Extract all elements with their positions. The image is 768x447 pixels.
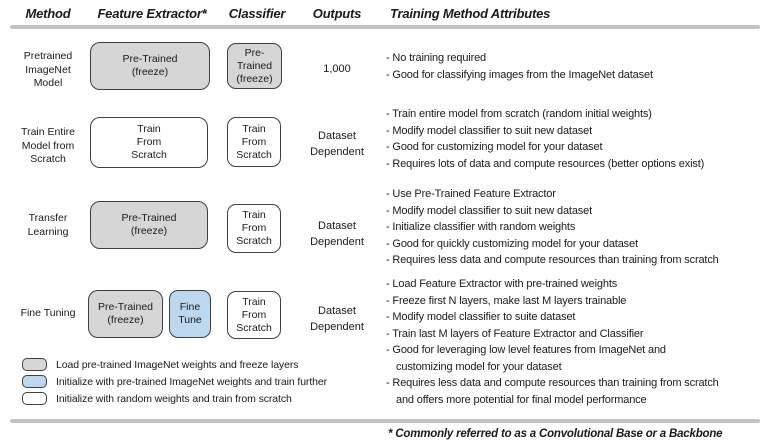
attribute-item: - Good for classifying images from the I… [386, 68, 653, 81]
feature-extractor-box: Pre-Trained (freeze) [90, 42, 210, 90]
legend-label: Initialize with random weights and train… [56, 392, 292, 405]
fine-tune-box: Fine Tune [169, 290, 211, 338]
legend-item-finetune: Initialize with pre-trained ImageNet wei… [22, 375, 327, 388]
finetune-swatch-icon [22, 375, 47, 388]
attribute-item: - Good for leveraging low level features… [386, 344, 666, 373]
method-label: Pretrained ImageNet Model [23, 50, 73, 89]
column-header-feature-extractor: Feature Extractor* [97, 6, 207, 21]
legend-label: Load pre-trained ImageNet weights and fr… [56, 358, 299, 371]
attribute-item: - Train last M layers of Feature Extract… [386, 327, 644, 340]
classifier-box: Train From Scratch [227, 291, 281, 339]
attribute-item: - Train entire model from scratch (rando… [386, 108, 652, 120]
feature-extractor-box: Train From Scratch [90, 117, 208, 168]
column-header-attributes: Training Method Attributes [390, 6, 551, 21]
pretrained-swatch-icon [22, 358, 47, 371]
attribute-item: - Good for customizing model for your da… [386, 141, 603, 153]
attribute-item: - Modify model classifier to suit new da… [386, 204, 593, 217]
legend-item-scratch: Initialize with random weights and train… [22, 392, 327, 405]
scratch-swatch-icon [22, 392, 47, 405]
footnote: * Commonly referred to as a Convolutiona… [388, 428, 723, 440]
attribute-item: - Requires less data and compute resourc… [386, 254, 719, 266]
outputs-value: Dataset Dependent [310, 305, 364, 333]
column-header-classifier: Classifier [228, 6, 286, 21]
legend-label: Initialize with pre-trained ImageNet wei… [56, 375, 328, 388]
attribute-item: - Requires lots of data and compute reso… [386, 157, 705, 170]
attributes-list: - Train entire model from scratch (rando… [386, 106, 764, 172]
column-header-outputs: Outputs [312, 6, 362, 21]
outputs-value: Dataset Dependent [310, 130, 364, 158]
method-label: Fine Tuning [20, 307, 76, 319]
method-label: Transfer Learning [27, 212, 69, 238]
attribute-item: - Initialize classifier with random weig… [386, 221, 576, 233]
outputs-value: Dataset Dependent [310, 220, 364, 248]
classifier-box: Train From Scratch [227, 204, 281, 253]
feature-extractor-box: Pre-Trained (freeze) [88, 290, 163, 338]
attribute-item: - Modify model classifier to suit new da… [386, 124, 593, 137]
attributes-list: - Use Pre-Trained Feature Extractor - Mod… [386, 186, 764, 269]
attributes-list: - No training required - Good for classif… [386, 50, 764, 83]
classifier-box: Train From Scratch [227, 117, 281, 167]
method-label: Train Entire Model from Scratch [21, 126, 75, 165]
attribute-item: - No training required [386, 52, 487, 64]
attribute-item: - Use Pre-Trained Feature Extractor [386, 188, 556, 200]
attribute-item: - Good for quickly customizing model for… [386, 237, 638, 250]
attribute-item: - Load Feature Extractor with pre-traine… [386, 278, 618, 290]
attribute-item: - Modify model classifier to suite datas… [386, 311, 576, 323]
header-divider [10, 25, 760, 29]
attribute-item: - Requires less data and compute resourc… [386, 377, 719, 406]
footer-divider [10, 419, 760, 423]
attribute-item: - Freeze first N layers, make last M lay… [386, 294, 627, 307]
column-header-method: Method [25, 6, 71, 21]
legend: Load pre-trained ImageNet weights and fr… [22, 358, 327, 405]
feature-extractor-box: Pre-Trained (freeze) [90, 201, 208, 249]
classifier-box: Pre-Trained (freeze) [227, 43, 282, 89]
legend-item-pretrained: Load pre-trained ImageNet weights and fr… [22, 358, 327, 371]
outputs-value: 1,000 [323, 63, 351, 75]
attributes-list: - Load Feature Extractor with pre-traine… [386, 276, 764, 408]
